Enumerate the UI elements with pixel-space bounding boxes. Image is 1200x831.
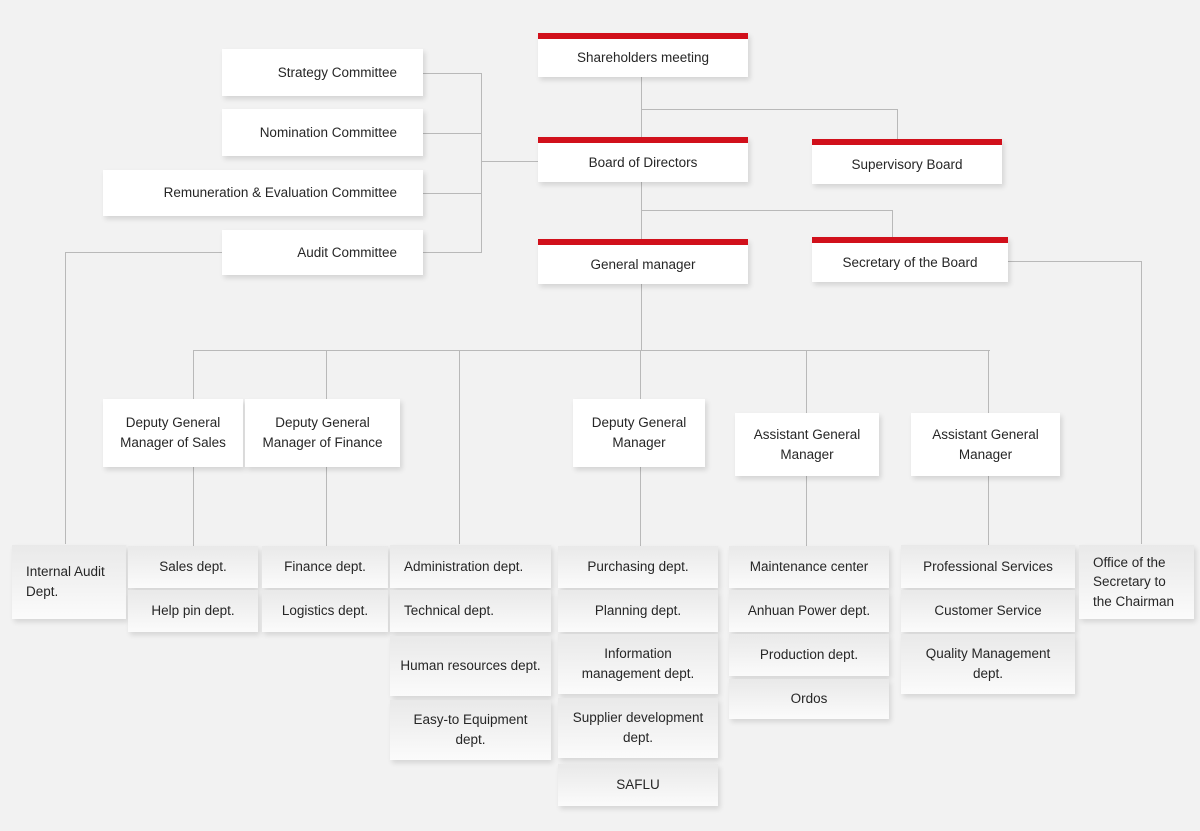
connector-committee-to-board — [481, 161, 539, 162]
col-finance-item-0-label: Finance dept. — [284, 559, 366, 575]
col-finance-item-0[interactable]: Finance dept. — [262, 546, 388, 588]
col-finance-item-1[interactable]: Logistics dept. — [262, 590, 388, 632]
exec-node-general-mgr[interactable]: General manager — [538, 239, 748, 284]
connector-committee-bus — [481, 73, 482, 253]
connector-drop-dgm-sales — [193, 350, 194, 400]
col-maintenance-item-1[interactable]: Anhuan Power dept. — [729, 590, 889, 632]
manager-node-agm-2[interactable]: Assistant General Manager — [911, 413, 1060, 476]
col-administration-item-1-label: Technical dept. — [404, 603, 495, 619]
col-purchasing-item-0-label: Purchasing dept. — [587, 559, 689, 575]
col-administration-item-0-label: Administration dept. — [404, 558, 524, 574]
col-professional-item-0[interactable]: Professional Services — [901, 545, 1075, 588]
col-administration-item-3[interactable]: Easy-to Equipment dept. — [390, 700, 551, 760]
manager-node-agm-1-label: Assistant General Manager — [753, 426, 861, 462]
col-maintenance-item-2[interactable]: Production dept. — [729, 634, 889, 676]
manager-node-dgm-finance[interactable]: Deputy General Manager of Finance — [245, 399, 400, 467]
committee-node-remuneration[interactable]: Remuneration & Evaluation Committee — [103, 170, 423, 216]
col-chairman-office-item-0[interactable]: Office of the Secretary to the Chairman — [1079, 545, 1194, 619]
committee-node-remuneration-label: Remuneration & Evaluation Committee — [163, 185, 397, 201]
manager-node-dgm-finance-label: Deputy General Manager of Finance — [262, 415, 383, 450]
col-chairman-office-item-0-label: Office of the Secretary to the Chairman — [1093, 554, 1175, 609]
exec-node-board-sec[interactable]: Secretary of the Board — [812, 237, 1008, 282]
col-sales-item-0-label: Sales dept. — [159, 559, 227, 575]
connector-dgm-to-depts — [640, 467, 641, 546]
col-sales-item-1[interactable]: Help pin dept. — [128, 590, 258, 632]
connector-agm-2-to-depts — [988, 476, 989, 546]
connector-secretary-to-chairman-office — [1008, 261, 1142, 262]
col-professional-item-2[interactable]: Quality Management dept. — [901, 634, 1075, 694]
manager-node-dgm-label: Deputy General Manager — [591, 415, 687, 450]
committee-node-audit-label: Audit Committee — [297, 244, 397, 260]
connector-board-to-secretary — [641, 210, 893, 211]
connector-remuneration-stub — [423, 193, 482, 194]
col-internal-audit-item-0-label: Internal Audit Dept. — [26, 564, 105, 599]
committee-node-nomination-label: Nomination Committee — [259, 124, 397, 140]
col-maintenance-item-1-label: Anhuan Power dept. — [747, 603, 871, 619]
col-professional-item-1-label: Customer Service — [934, 603, 1042, 619]
col-maintenance-item-3-label: Ordos — [790, 691, 828, 707]
col-administration-item-3-label: Easy-to Equipment dept. — [413, 712, 528, 747]
exec-node-shareholders[interactable]: Shareholders meeting — [538, 33, 748, 77]
col-internal-audit-item-0[interactable]: Internal Audit Dept. — [12, 545, 126, 619]
exec-node-board[interactable]: Board of Directors — [538, 137, 748, 182]
connector-gm-down — [641, 284, 642, 351]
col-finance-item-1-label: Logistics dept. — [281, 603, 369, 619]
committee-node-audit[interactable]: Audit Committee — [222, 230, 423, 275]
exec-node-supervisory-label: Supervisory Board — [851, 156, 963, 172]
col-purchasing-item-2[interactable]: Information management dept. — [558, 634, 718, 694]
manager-node-agm-2-label: Assistant General Manager — [932, 426, 1039, 462]
col-administration-item-2[interactable]: Human resources dept. — [390, 636, 551, 696]
connector-dgm-finance-to-depts — [326, 467, 327, 546]
col-purchasing-item-0[interactable]: Purchasing dept. — [558, 546, 718, 588]
col-purchasing-item-1-label: Planning dept. — [594, 603, 682, 619]
col-sales-item-0[interactable]: Sales dept. — [128, 546, 258, 588]
connector-board-to-gm — [641, 182, 642, 240]
connector-drop-agm-2 — [988, 350, 989, 414]
col-purchasing-item-4-label: SAFLU — [616, 777, 660, 793]
connector-chairman-office-drop — [1141, 261, 1142, 544]
col-maintenance-item-0-label: Maintenance center — [749, 559, 869, 575]
committee-node-strategy-label: Strategy Committee — [277, 64, 397, 80]
col-professional-item-1[interactable]: Customer Service — [901, 590, 1075, 632]
connector-strategy-stub — [423, 73, 482, 74]
manager-node-agm-1[interactable]: Assistant General Manager — [735, 413, 879, 476]
col-maintenance-item-2-label: Production dept. — [759, 647, 859, 663]
connector-shareholders-down — [641, 77, 642, 137]
col-professional-item-0-label: Professional Services — [923, 558, 1053, 574]
col-purchasing-item-2-label: Information management dept. — [581, 646, 695, 681]
committee-node-nomination[interactable]: Nomination Committee — [222, 109, 423, 156]
col-professional-item-2-label: Quality Management dept. — [925, 646, 1051, 681]
exec-node-general-mgr-label: General manager — [590, 256, 696, 272]
col-sales-item-1-label: Help pin dept. — [151, 603, 235, 619]
exec-node-supervisory[interactable]: Supervisory Board — [812, 139, 1002, 184]
col-maintenance-item-3[interactable]: Ordos — [729, 679, 889, 719]
col-administration-item-0[interactable]: Administration dept. — [390, 545, 551, 588]
col-maintenance-item-0[interactable]: Maintenance center — [729, 546, 889, 588]
connector-secretary-drop — [892, 210, 893, 238]
col-purchasing-item-3[interactable]: Supplier development dept. — [558, 698, 718, 758]
manager-node-dgm-sales-label: Deputy General Manager of Sales — [120, 415, 226, 450]
connector-supervisory-drop — [897, 109, 898, 140]
committee-node-strategy[interactable]: Strategy Committee — [222, 49, 423, 96]
col-purchasing-item-1[interactable]: Planning dept. — [558, 590, 718, 632]
connector-agm-1-to-depts — [806, 476, 807, 546]
connector-drop-dgm-finance — [326, 350, 327, 400]
connector-dgm-sales-to-depts — [193, 467, 194, 546]
manager-node-dgm[interactable]: Deputy General Manager — [573, 399, 705, 467]
col-purchasing-item-4[interactable]: SAFLU — [558, 764, 718, 806]
exec-node-board-sec-label: Secretary of the Board — [842, 254, 978, 270]
connector-drop-agm-1 — [806, 350, 807, 414]
connector-drop-dgm — [640, 350, 641, 400]
exec-node-shareholders-label: Shareholders meeting — [576, 50, 710, 66]
connector-manager-bus — [193, 350, 990, 351]
col-purchasing-item-3-label: Supplier development dept. — [572, 710, 704, 745]
connector-internal-audit-drop — [65, 252, 66, 544]
col-administration-item-1[interactable]: Technical dept. — [390, 590, 551, 632]
col-administration-item-2-label: Human resources dept. — [400, 658, 541, 674]
exec-node-board-label: Board of Directors — [588, 154, 698, 170]
connector-drop-administration — [459, 350, 460, 544]
manager-node-dgm-sales[interactable]: Deputy General Manager of Sales — [103, 399, 243, 467]
connector-shareholders-to-supervisory — [641, 109, 898, 110]
connector-nomination-stub — [423, 133, 482, 134]
